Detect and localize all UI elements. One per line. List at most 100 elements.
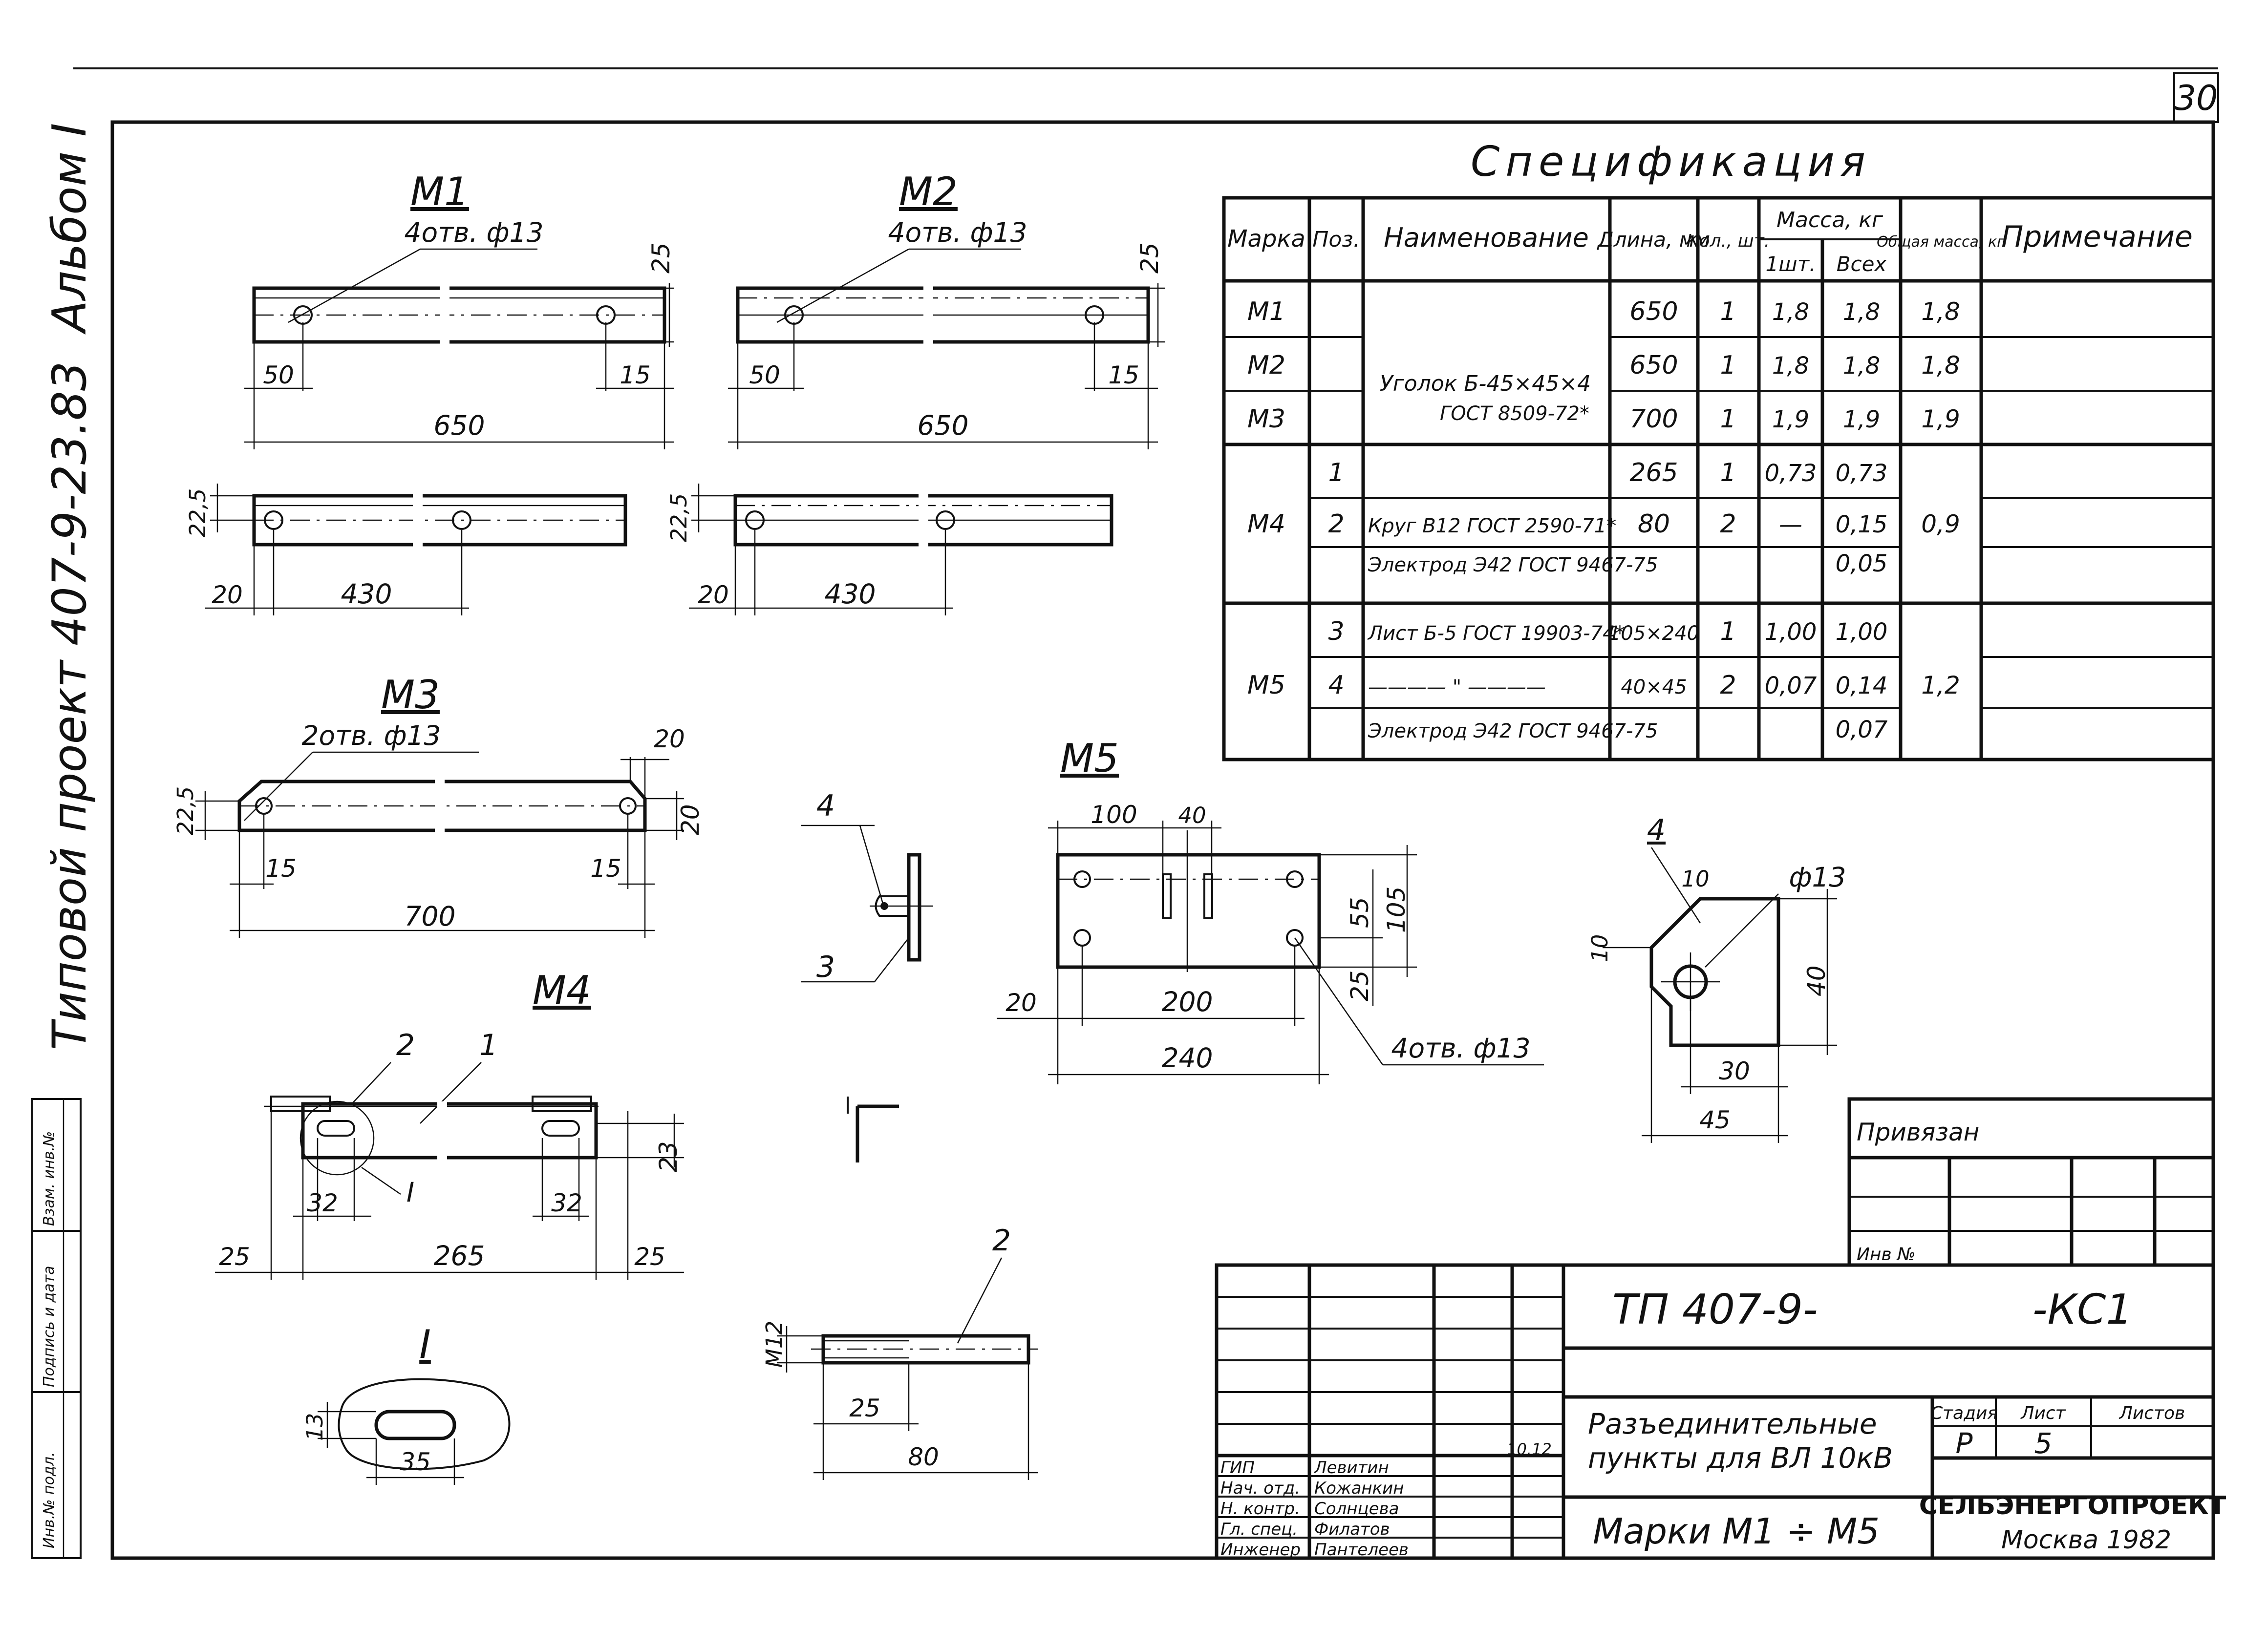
m5-dim-a: 100 — [1091, 801, 1137, 829]
privyazan-inv: Инв № — [1857, 1245, 1916, 1265]
spec-cell-qty: 1 — [1720, 404, 1736, 434]
m3-dim-height: 22,5 — [172, 786, 198, 835]
left-strip-2: Подпись и дата — [41, 1266, 58, 1388]
m3-title: М3 — [381, 672, 440, 718]
sheet-number: 30 — [2174, 78, 2218, 118]
tb-org: СЕЛЬЭНЕРГОПРОЕКТ — [1919, 1491, 2226, 1521]
pos4-dim-corner2: 10 — [1587, 934, 1613, 962]
m5-dim-d: 105 — [1382, 887, 1411, 933]
m5-holes-label: 4отв. ф13 — [1391, 1033, 1530, 1064]
spec-h-total: Общая масса, кг — [1877, 233, 2005, 251]
spec-cell-mass-all: 1,8 — [1843, 298, 1880, 326]
m2-dim-height: 25 — [1135, 242, 1164, 274]
spec-cell-mark: М5 — [1247, 671, 1285, 700]
m4-pos1: 1 — [479, 1028, 498, 1062]
drawing-pos2-bolt: 2 М12 25 80 — [761, 1224, 1038, 1480]
m2-dim-length: 650 — [918, 410, 969, 441]
drawing-pos4-plate: 4 10 10 ф13 40 30 45 — [1587, 813, 1846, 1143]
m2-dim-span: 430 — [825, 578, 876, 610]
spec-cell-mass-one: 1,8 — [1772, 352, 1809, 380]
privyazan-label: Привязан — [1857, 1118, 1979, 1146]
spec-cell-total: 1,2 — [1921, 671, 1960, 699]
left-strip: Инв.№ подл. Подпись и дата Взам. инв.№ — [31, 1098, 82, 1559]
left-strip-1: Инв.№ подл. — [41, 1452, 58, 1548]
spec-cell-qty: 1 — [1720, 297, 1736, 326]
spec-cell-mass-all: 1,8 — [1843, 352, 1880, 380]
m4-dim-height: 23 — [654, 1141, 683, 1172]
detail1-title: I — [419, 1322, 431, 1367]
spec-cell-qty: 1 — [1720, 617, 1736, 646]
tb-code: ТП 407-9- — [1612, 1286, 1818, 1334]
drawing-m5: М5 100 40 55 105 25 20 200 240 4от — [997, 736, 1544, 1084]
m1-dim-height: 25 — [647, 242, 675, 274]
spec-cell-mark: М2 — [1247, 351, 1285, 380]
spec-cell-pos: 2 — [1328, 509, 1344, 539]
sheet-number-box — [2173, 72, 2219, 123]
m2-dim-height2: 22,5 — [666, 493, 692, 542]
m4-detail-ref: I — [407, 1177, 414, 1208]
m2-title: М2 — [899, 169, 958, 214]
spec-cell-mark: М4 — [1247, 509, 1285, 539]
spec-h-qty: Кол., шт. — [1687, 231, 1770, 251]
side-stamp-project: Типовой проект 407-9-23.83 — [43, 361, 97, 1050]
spec-angle-name: Уголок Б-45×45×4 — [1380, 371, 1591, 396]
spec-table: Спецификация Марка Поз. Наименование Дли… — [1222, 138, 2215, 761]
spec-cell-total: 1,8 — [1921, 351, 1960, 380]
tb-sheet: 5 — [2034, 1427, 2053, 1460]
m4-pos2: 2 — [396, 1028, 415, 1062]
pos4-dim-width: 45 — [1699, 1106, 1731, 1134]
staff-role: Нач. отд. — [1220, 1479, 1300, 1498]
spec-cell-mass-one: — — [1779, 511, 1802, 538]
spec-title: Спецификация — [1471, 138, 1871, 186]
side-stamp: Типовой проект 407-9-23.83 Альбом I — [43, 123, 97, 1050]
spec-h-mass-one: 1шт. — [1766, 252, 1816, 276]
m3-dim-top: 20 — [654, 725, 685, 753]
spec-h-mass-all: Всех — [1837, 252, 1887, 276]
m5-dim-h: 240 — [1162, 1042, 1213, 1074]
spec-h-mass: Масса, кг — [1776, 208, 1883, 232]
spec-cell-mass-one: 1,00 — [1765, 618, 1817, 646]
drawing-m3: М3 2отв. ф13 22,5 20 20 15 15 700 — [172, 672, 705, 938]
m4-title: М4 — [533, 968, 591, 1013]
drawing-m4: М4 2 1 I 23 32 32 25 265 25 — [215, 968, 684, 1280]
tb-desc-2: пункты для ВЛ 10кВ — [1588, 1441, 1893, 1475]
spec-cell-mass-all: 0,15 — [1836, 511, 1888, 538]
spec-cell-length: 80 — [1638, 509, 1670, 539]
m3-dim-side: 20 — [676, 804, 705, 835]
spec-cell-mark: М1 — [1247, 297, 1285, 326]
m4-dim-edge-r: 25 — [634, 1243, 665, 1271]
pos2-dim-thread: 25 — [849, 1394, 880, 1422]
tb-stage-label: Стадия — [1930, 1403, 1998, 1423]
spec-cell-mass-all: 0,73 — [1836, 460, 1888, 487]
tb-sheet-name: Марки М1 ÷ М5 — [1593, 1511, 1880, 1552]
side-pos3: 3 — [816, 950, 835, 984]
m2-holes-label: 4отв. ф13 — [888, 217, 1027, 248]
spec-cell-length: 650 — [1629, 351, 1678, 380]
privyazan-block: Привязан Инв № — [1847, 1097, 2215, 1267]
pos2-dim-length: 80 — [908, 1443, 939, 1471]
spec-cell-mark: М3 — [1247, 404, 1285, 434]
m1-dim-length: 650 — [434, 410, 485, 441]
spec-cell-length: 265 — [1629, 458, 1678, 487]
spec-cell-qty: 2 — [1720, 671, 1736, 700]
spec-h-name: Наименование — [1384, 222, 1589, 253]
m5-title: М5 — [1060, 736, 1119, 781]
m3-dim-left: 15 — [265, 854, 297, 883]
m1-dim-edge: 20 — [212, 581, 243, 609]
staff-role: ГИП — [1220, 1458, 1255, 1478]
m2-dim-edge: 20 — [698, 581, 729, 609]
m4-dim-slot-l: 32 — [307, 1189, 338, 1217]
staff-name: Солнцева — [1314, 1499, 1399, 1519]
spec-cell-mass-one: 1,9 — [1772, 406, 1809, 433]
m1-dim-right: 15 — [620, 361, 651, 389]
spec-cell-qty: 2 — [1720, 509, 1736, 539]
tb-code-suffix: -КС1 — [2033, 1286, 2132, 1334]
m1-title: М1 — [410, 169, 469, 214]
spec-cell-length: 105×240 — [1608, 622, 1699, 645]
m3-dim-length: 700 — [405, 901, 456, 932]
pos4-dim-corner: 10 — [1681, 866, 1709, 892]
spec-h-length: Длина, мм — [1597, 228, 1710, 252]
tb-stage: Р — [1956, 1427, 1973, 1460]
left-strip-3: Взам. инв.№ — [41, 1131, 58, 1226]
